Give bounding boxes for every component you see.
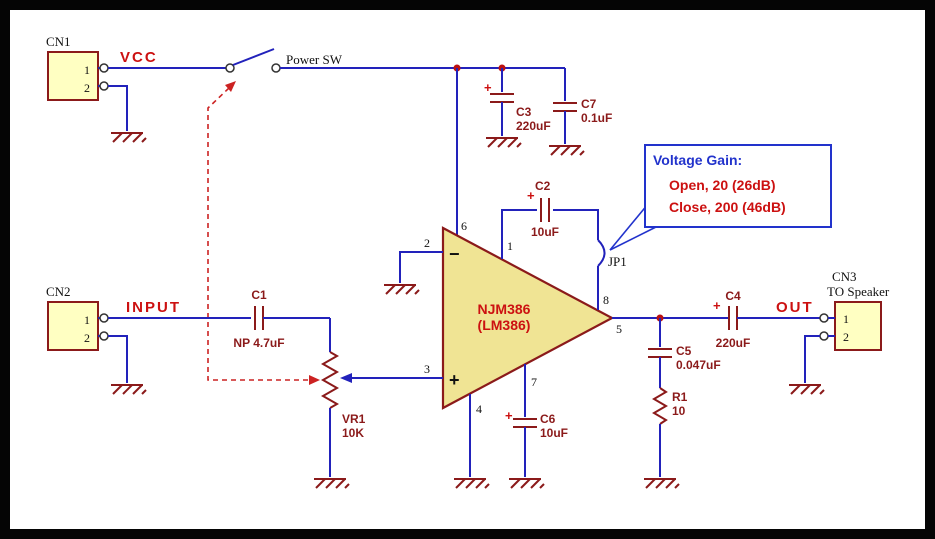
jp1-arc <box>597 239 606 267</box>
jp1-label: JP1 <box>608 254 627 269</box>
connector-cn2: CN2 1 2 <box>46 284 109 351</box>
cn1-pin2-label: 2 <box>84 81 90 95</box>
wire-cn3-ground <box>788 335 825 395</box>
mech-link-arrow-up <box>225 81 236 92</box>
callout-open-line: Open, 20 (26dB) <box>669 177 776 193</box>
vcc-net-label: VCC <box>120 49 158 66</box>
callout-close-line: Close, 200 (46dB) <box>669 199 786 215</box>
capacitor-c2: + C2 10uF <box>501 179 559 259</box>
capacitor-c6: + C6 10uF <box>505 364 568 489</box>
cn2-pin2-terminal <box>99 331 109 341</box>
c2-ref: C2 <box>535 179 551 193</box>
wiper-arrow <box>340 373 352 383</box>
opamp-pin4-label: 4 <box>476 402 482 416</box>
c4-value: 220uF <box>716 336 751 350</box>
opamp-alt-name: (LM386) <box>478 317 531 333</box>
opamp-pin8-label: 8 <box>603 293 609 307</box>
callout-box <box>644 144 832 228</box>
c6-polarity: + <box>505 408 513 423</box>
cn2-pin2-label: 2 <box>84 331 90 345</box>
opamp-triangle <box>441 226 615 410</box>
potentiometer-vr1: VR1 10K <box>313 318 366 489</box>
c7-value: 0.1uF <box>581 111 612 125</box>
opamp-name: NJM386 <box>478 301 531 317</box>
mechanical-link-dashed <box>207 81 320 385</box>
cn3-pin2-terminal <box>819 331 829 341</box>
c2-value: 10uF <box>531 225 559 239</box>
wire-pin4-ground <box>453 394 490 489</box>
cn1-pin1-terminal <box>99 63 109 73</box>
wire-cn1-ground <box>108 85 147 143</box>
cn3-pin1-terminal <box>819 313 829 323</box>
opamp-pin6-label: 6 <box>461 219 467 233</box>
capacitor-c5: C5 0.047uF <box>648 318 721 388</box>
opamp-minus-sign: − <box>449 244 460 264</box>
cn2-pin1-label: 1 <box>84 313 90 327</box>
c3-polarity: + <box>484 80 492 95</box>
opamp-pin7-label: 7 <box>531 375 537 389</box>
wire-cn2-ground <box>108 335 147 395</box>
c1-ref: C1 <box>251 288 267 302</box>
c3-ref: C3 <box>516 105 532 119</box>
capacitor-c7: C7 0.1uF <box>548 68 612 156</box>
mech-link-arrow-right <box>309 375 320 385</box>
cn1-label: CN1 <box>46 34 71 49</box>
connector-cn3: CN3 TO Speaker 1 2 <box>819 269 890 351</box>
vr1-value: 10K <box>342 426 364 440</box>
wire-pin2-ground <box>383 251 443 295</box>
cn1-pin1-label: 1 <box>84 63 90 77</box>
power-switch: Power SW <box>225 48 343 73</box>
c5-value: 0.047uF <box>676 358 721 372</box>
c4-polarity: + <box>713 298 721 313</box>
callout-title: Voltage Gain: <box>653 152 742 168</box>
cn1-body <box>47 51 99 101</box>
cn3-sublabel: TO Speaker <box>827 284 890 299</box>
opamp-pin2-label: 2 <box>424 236 430 250</box>
voltage-gain-callout: Voltage Gain: Open, 20 (26dB) Close, 200… <box>609 144 832 251</box>
opamp-pin3-label: 3 <box>424 362 430 376</box>
switch-terminal-right <box>271 63 281 73</box>
r1-value: 10 <box>672 404 686 418</box>
r1-ref: R1 <box>672 390 688 404</box>
opamp-njm386: NJM386 (LM386) − + 6 2 1 8 3 4 7 5 <box>424 219 622 416</box>
c5-ref: C5 <box>676 344 692 358</box>
cn3-pin1-label: 1 <box>843 312 849 326</box>
c2-polarity: + <box>527 188 535 203</box>
cn2-body <box>47 301 99 351</box>
c3-value: 220uF <box>516 119 551 133</box>
power-switch-label: Power SW <box>286 52 343 67</box>
jumper-jp1: JP1 <box>553 209 627 310</box>
capacitor-c3: + C3 220uF <box>484 68 551 148</box>
cn1-pin2-terminal <box>99 81 109 91</box>
cn2-label: CN2 <box>46 284 71 299</box>
opamp-plus-sign: + <box>449 370 460 390</box>
cn3-body <box>834 301 882 351</box>
vr1-resistor-body <box>320 351 340 409</box>
input-net-label: INPUT <box>126 299 181 316</box>
r1-resistor-body <box>652 387 668 425</box>
c4-ref: C4 <box>725 289 741 303</box>
c7-ref: C7 <box>581 97 597 111</box>
opamp-pin1-label: 1 <box>507 239 513 253</box>
cn3-label: CN3 <box>832 269 857 284</box>
vr1-ref: VR1 <box>342 412 366 426</box>
resistor-r1: R1 10 <box>643 387 688 489</box>
c6-value: 10uF <box>540 426 568 440</box>
switch-blade <box>232 48 275 66</box>
out-net-label: OUT <box>776 299 814 316</box>
cn2-pin1-terminal <box>99 313 109 323</box>
switch-terminal-left <box>225 63 235 73</box>
cn3-pin2-label: 2 <box>843 330 849 344</box>
c1-value: NP 4.7uF <box>233 336 284 350</box>
wire-pin3-wiper <box>340 373 443 383</box>
opamp-pin5-label: 5 <box>616 322 622 336</box>
c6-ref: C6 <box>540 412 556 426</box>
